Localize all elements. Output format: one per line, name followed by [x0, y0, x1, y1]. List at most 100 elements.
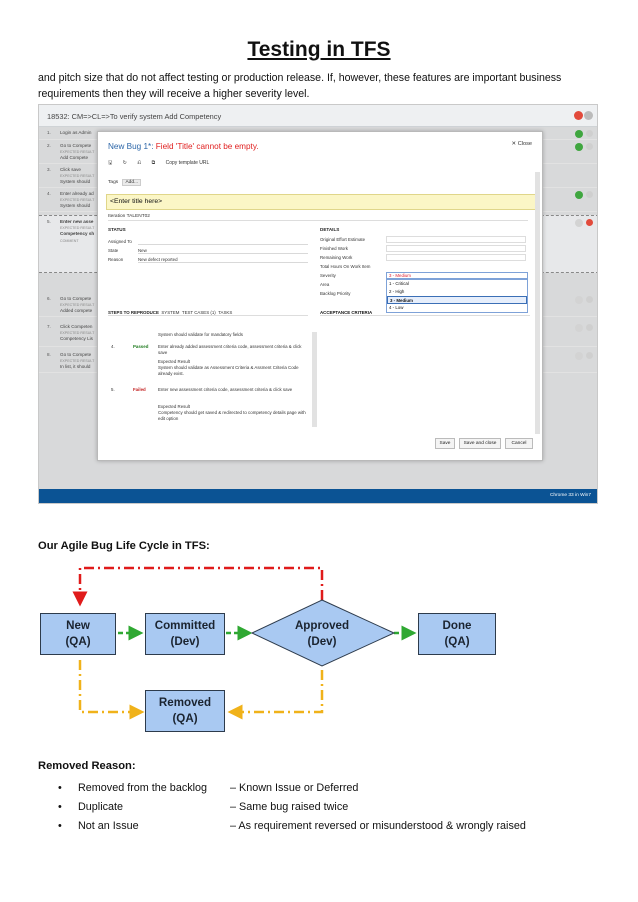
expected-text: Competency Lis — [60, 336, 93, 342]
refresh-icon[interactable]: ↻ — [122, 160, 127, 166]
node-label: New — [66, 619, 90, 632]
approved-node-shape — [250, 599, 396, 667]
attach-icon[interactable]: ⧉ — [151, 160, 156, 166]
intro-paragraph: and pitch size that do not affect testin… — [38, 70, 608, 102]
iteration-row[interactable]: Iteration TALENT02 — [108, 214, 528, 221]
repro-step-desc: Enter new assessment criteria code, asse… — [158, 387, 293, 392]
tab-system[interactable]: SYSTEM — [161, 310, 180, 315]
fail-toggle-icon[interactable] — [586, 143, 593, 150]
detail-input[interactable] — [386, 245, 526, 252]
detail-label: Total Hours On Work Item — [320, 264, 371, 269]
repro-scrollbar[interactable] — [312, 332, 317, 427]
detail-label: Remaining Work — [320, 255, 353, 260]
tab-test-cases[interactable]: TEST CASES (1) — [181, 310, 216, 315]
save-icon[interactable]: 🖫 — [108, 160, 113, 166]
tab-tasks[interactable]: TASKS — [218, 310, 233, 315]
state-field[interactable]: State New — [108, 248, 308, 254]
detail-input[interactable] — [386, 254, 526, 261]
assigned-to-field[interactable]: Assigned To — [108, 239, 308, 245]
pass-icon[interactable] — [575, 130, 583, 138]
more-icon[interactable] — [584, 111, 593, 120]
pass-icon[interactable] — [575, 143, 583, 151]
step-number: 3. — [47, 167, 51, 172]
fail-toggle-icon[interactable] — [586, 130, 593, 137]
severity-option[interactable]: 2 - High — [389, 289, 405, 294]
expected-label: EXPECTED RESULT — [60, 303, 95, 308]
fail-toggle-icon[interactable] — [586, 191, 593, 198]
step-number: 1. — [47, 130, 51, 135]
step-text: Enter already ad — [60, 191, 94, 196]
reason-value[interactable]: New defect reported — [138, 257, 308, 263]
severity-dropdown[interactable]: 1 - Critical 2 - High 3 - Medium 4 - Low — [386, 279, 528, 313]
fail-icon[interactable] — [586, 219, 593, 226]
cancel-button[interactable]: Cancel — [505, 438, 533, 449]
fail-toggle-icon[interactable] — [586, 352, 593, 359]
detail-field: Backlog Priority — [320, 291, 534, 296]
fail-toggle-icon[interactable] — [586, 296, 593, 303]
tab-steps-to-reproduce[interactable]: STEPS TO REPRODUCE — [108, 310, 159, 315]
detail-field: Total Hours On Work Item — [320, 264, 534, 269]
status-bar: Chrome 33 in Win7 — [39, 489, 597, 503]
fail-toggle-icon[interactable] — [586, 324, 593, 331]
expected-label: EXPECTED RESULT — [60, 150, 95, 155]
dialog-title: New Bug 1*: Field 'Title' cannot be empt… — [108, 142, 259, 151]
tfs-screenshot: 18532: CM=>CL=>To verify system Add Comp… — [38, 104, 598, 504]
detail-label: Finished Work — [320, 246, 348, 251]
save-and-close-button[interactable]: Save and close — [459, 438, 501, 449]
acceptance-criteria-header[interactable]: ACCEPTANCE CRITERIA — [320, 310, 530, 316]
severity-select[interactable]: 3 - Medium — [386, 272, 528, 279]
history-icon[interactable]: ⎌ — [137, 160, 142, 166]
assigned-value[interactable] — [138, 239, 308, 245]
save-button[interactable]: Save — [435, 438, 455, 449]
step-number: 4. — [47, 191, 51, 196]
new-state-node: New (QA) — [40, 613, 116, 655]
tags-label: Tags — [108, 180, 119, 185]
node-role: (Dev) — [307, 635, 337, 648]
expected-label: Expected Result — [158, 359, 190, 364]
pass-icon[interactable] — [575, 191, 583, 199]
detail-input[interactable] — [386, 236, 526, 243]
intro-line: requirements then they will receive a hi… — [38, 88, 310, 100]
node-role: (QA) — [172, 712, 198, 725]
testcase-header: 18532: CM=>CL=>To verify system Add Comp… — [39, 105, 597, 127]
pass-toggle-icon[interactable] — [575, 296, 583, 304]
pass-toggle-icon[interactable] — [575, 324, 583, 332]
pass-toggle-icon[interactable] — [575, 219, 583, 227]
node-label: Removed — [158, 696, 212, 709]
close-button[interactable]: ✕ Close — [511, 141, 532, 147]
assigned-label: Assigned To — [108, 239, 132, 244]
severity-option-selected[interactable]: 3 - Medium — [387, 296, 527, 304]
intro-line: and pitch size that do not affect testin… — [38, 72, 562, 84]
state-label: State — [108, 248, 119, 253]
repro-step-result: Failed — [133, 387, 146, 392]
repro-step-number: 4. — [111, 344, 115, 349]
step-number: 7. — [47, 324, 51, 329]
iteration-value: TALENT02 — [126, 214, 150, 219]
detail-field[interactable]: Remaining Work — [320, 254, 534, 261]
step-text: Click Competen — [60, 324, 93, 329]
severity-option[interactable]: 4 - Low — [389, 305, 404, 310]
copy-template-link[interactable]: Copy template URL — [165, 160, 210, 166]
steps-to-reproduce-editor[interactable]: System should validate for mandatory fie… — [108, 332, 313, 442]
repro-tabs: STEPS TO REPRODUCE SYSTEM TEST CASES (1)… — [108, 310, 308, 316]
pass-toggle-icon[interactable] — [575, 352, 583, 360]
step-number: 6. — [47, 296, 51, 301]
repro-step-result: Passed — [133, 344, 149, 349]
state-value[interactable]: New — [138, 248, 308, 254]
list-item: • Removed from the backlog – Known Issue… — [58, 782, 618, 801]
severity-option[interactable]: 1 - Critical — [389, 281, 409, 286]
validation-error: Field 'Title' cannot be empty. — [155, 142, 259, 151]
dialog-scrollbar[interactable] — [535, 172, 540, 434]
detail-field[interactable]: Original Effort Estimate — [320, 236, 534, 243]
detail-label: Original Effort Estimate — [320, 237, 366, 242]
add-tag-button[interactable]: Add... — [122, 179, 142, 186]
node-label: Approved — [294, 619, 350, 632]
detail-field[interactable]: Finished Work — [320, 245, 534, 252]
